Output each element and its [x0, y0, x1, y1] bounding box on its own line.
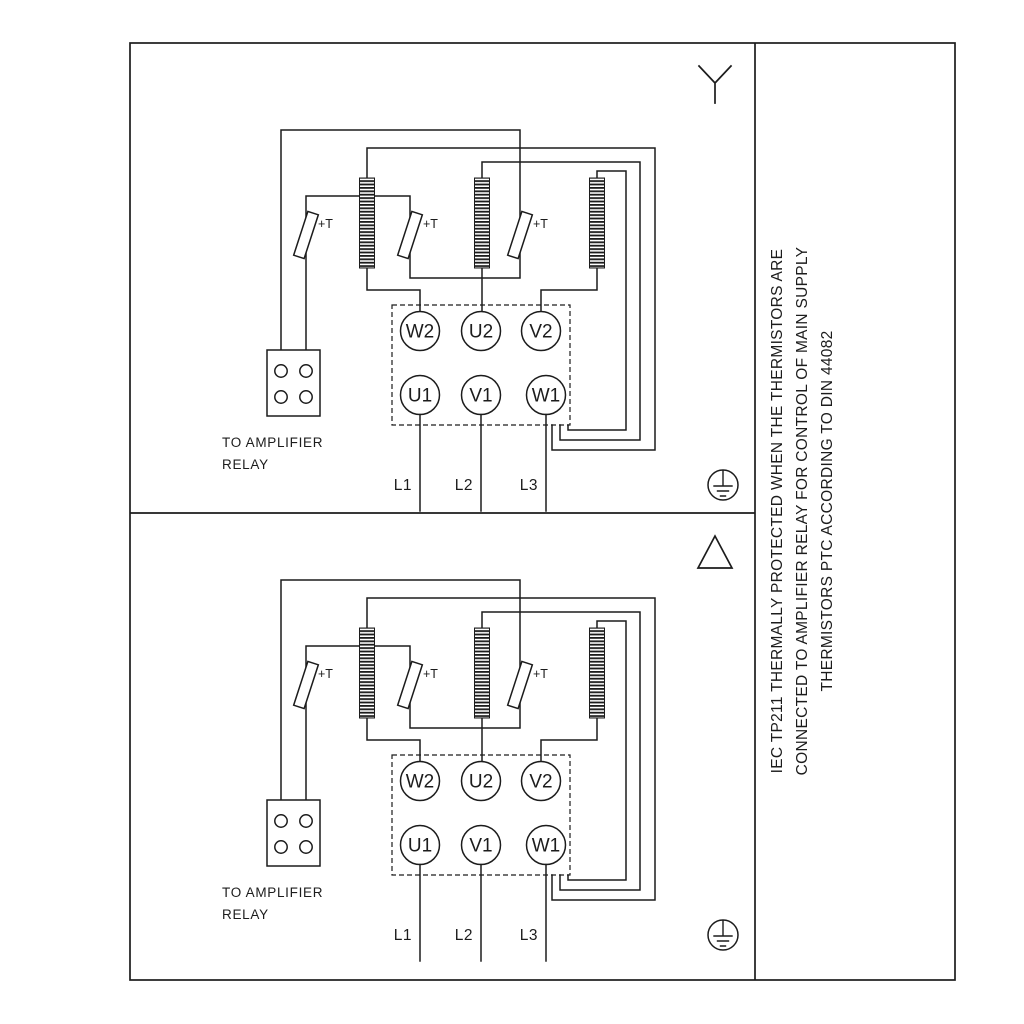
note-strip: IEC TP211 THERMALLY PROTECTED WHEN THE T…: [769, 247, 836, 776]
star-wye-connection-icon: [697, 64, 733, 104]
panel-star-content: [221, 129, 739, 512]
note-line-3: THERMISTORS PTC ACCORDING TO DIN 44082: [819, 330, 836, 691]
note-line-2: CONNECTED TO AMPLIFIER RELAY FOR CONTROL…: [794, 247, 811, 776]
note-line-1: IEC TP211 THERMALLY PROTECTED WHEN THE T…: [769, 249, 786, 774]
delta-connection-icon: [696, 534, 734, 569]
outer-frame: [129, 42, 956, 981]
panel-delta-content: [221, 579, 739, 962]
